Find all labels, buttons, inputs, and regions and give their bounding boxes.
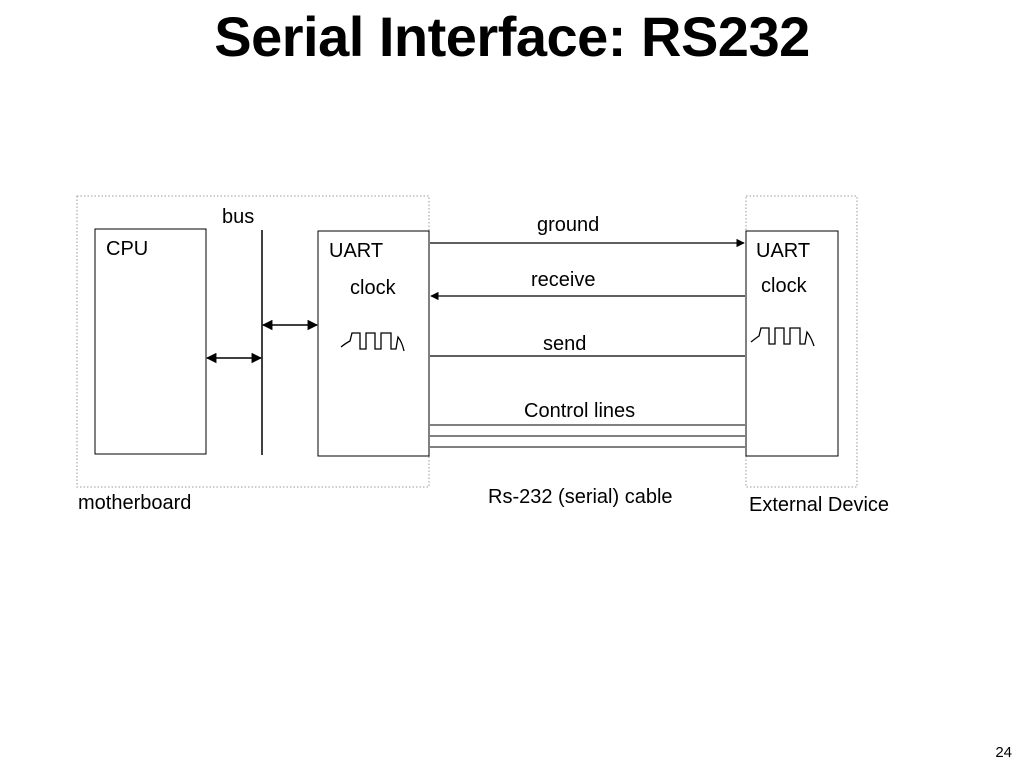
send-label: send [543,333,586,355]
cpu-box [94,228,207,455]
ground-label: ground [537,214,599,236]
motherboard-uart-label: UART [329,240,383,262]
external-clock-label: clock [761,275,808,297]
external-clock-waveform-icon [750,327,815,347]
motherboard-clock-label: clock [350,277,397,299]
control-lines-label: Control lines [524,400,635,422]
cpu-label: CPU [106,238,148,260]
motherboard-clock-waveform-icon [340,332,405,352]
receive-label: receive [531,269,595,291]
page-number: 24 [995,744,1012,761]
cable-label: Rs-232 (serial) cable [488,486,673,508]
motherboard-label: motherboard [78,492,191,514]
bus-label: bus [222,206,254,228]
external-uart-box [745,230,839,457]
slide-title: Serial Interface: RS232 [214,5,810,68]
external-uart-label: UART [756,240,810,262]
motherboard-uart-box [317,230,430,457]
external-device-label: External Device [749,494,889,516]
